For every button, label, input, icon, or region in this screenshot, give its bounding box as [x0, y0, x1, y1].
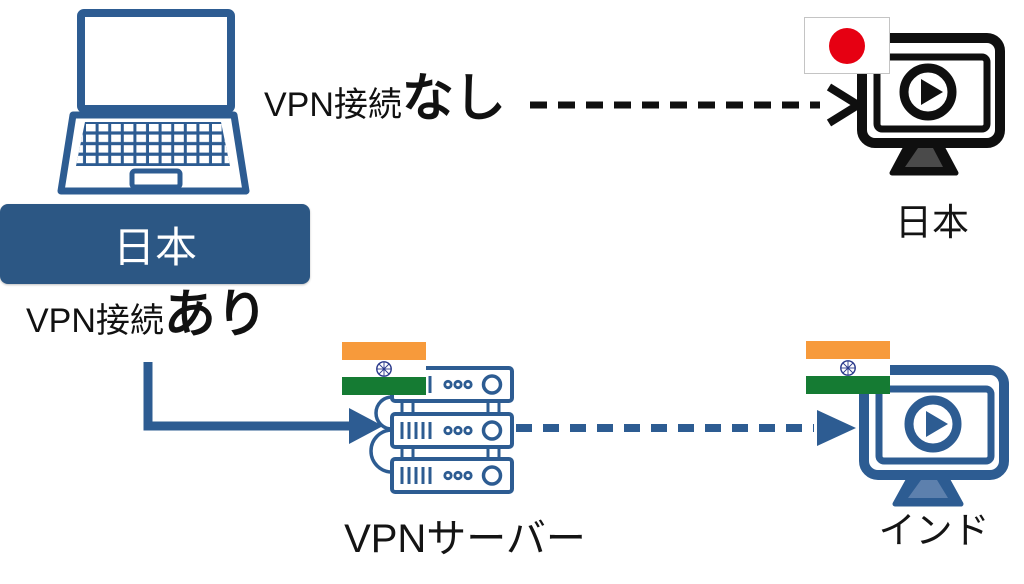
- no-vpn-dashed-arrow-icon: [530, 83, 866, 127]
- no-vpn-label: VPN接続なし: [264, 72, 506, 139]
- ashoka-chakra-icon: [376, 360, 392, 377]
- japan-target-label: 日本: [895, 202, 969, 243]
- with-vpn-elbow-arrow-icon: [143, 362, 383, 444]
- india-flag-saffron-stripe: [342, 342, 426, 360]
- india-media-monitor-icon: [859, 365, 1009, 507]
- ashoka-chakra-icon: [840, 359, 856, 376]
- japan-flag-icon: [804, 17, 890, 74]
- client-location-banner: 日本: [0, 204, 310, 284]
- india-flag-green-stripe: [806, 376, 890, 394]
- laptop-icon: [57, 9, 250, 195]
- india-flag-icon: [342, 342, 426, 395]
- client-location-label: 日本: [112, 223, 197, 271]
- vpn-server-label: VPNサーバー: [344, 517, 586, 561]
- japan-flag-sun: [829, 27, 865, 64]
- india-flag-saffron-stripe: [806, 341, 890, 359]
- with-vpn-prefix: VPN接続: [26, 302, 164, 340]
- india-flag-icon: [806, 341, 890, 394]
- india-flag-green-stripe: [342, 377, 426, 395]
- no-vpn-prefix: VPN接続: [264, 86, 402, 124]
- server-unit-middle: [390, 412, 514, 449]
- server-to-india-dashed-arrow-icon: [516, 410, 856, 446]
- with-vpn-emphasis: あり: [163, 286, 268, 344]
- server-unit-bottom: [390, 457, 514, 494]
- japan-media-monitor-icon: [857, 33, 1005, 176]
- no-vpn-emphasis: なし: [401, 70, 506, 128]
- with-vpn-label: VPN接続あり: [26, 288, 268, 355]
- india-target-label: インド: [878, 510, 990, 551]
